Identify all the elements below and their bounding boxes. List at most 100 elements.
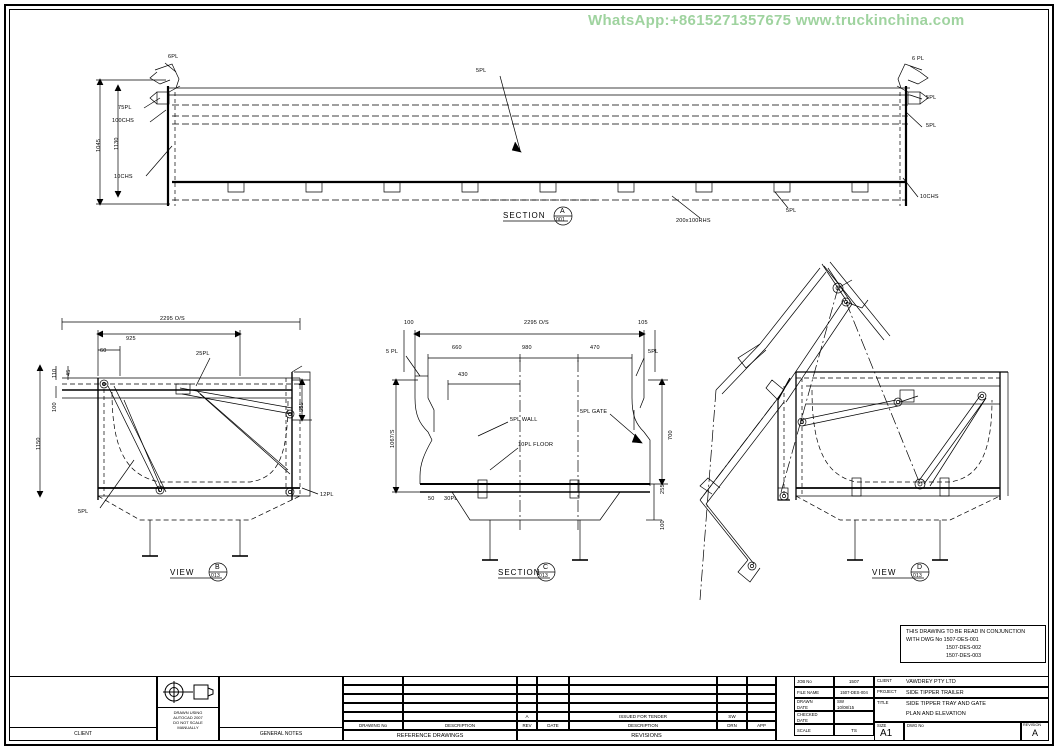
callout-6pl-left: 6PL [168, 54, 179, 60]
dim-430: 430 [458, 372, 468, 378]
dim-925: 925 [126, 336, 136, 342]
info-title-label: TITLE [877, 700, 889, 705]
rev-section-label-cell [517, 730, 776, 741]
ref-row-4-no [343, 703, 403, 712]
sheet-border-outer [4, 4, 1054, 746]
rev-col-label-date: DATE [547, 723, 559, 728]
size-value: A1 [880, 728, 893, 739]
drawn-date-value: 10/08/15 [837, 705, 855, 710]
rev-row-5-desc [569, 712, 717, 721]
rev-col-label-desc: DESCRIPTION [627, 723, 658, 728]
dim-1150: 1150 [36, 437, 42, 450]
size-cell [874, 722, 904, 741]
title-row-cell [874, 698, 1049, 722]
drawn-value-cell [834, 698, 874, 711]
view-b-tag: VIEW [170, 568, 195, 577]
ref-col-label-desc: DESCRIPTION [444, 723, 475, 728]
rev-col-label-drn: DRN [727, 723, 737, 728]
rev-col-header-date [537, 721, 569, 730]
rev-col-header-app [747, 721, 776, 730]
rev-row-5-drn-value: SW [728, 714, 736, 719]
rev-row-2-app [747, 685, 776, 694]
ref-col-header-desc [403, 721, 517, 730]
scale-value: TS [851, 728, 857, 733]
callout-25pl: 25PL [196, 351, 210, 357]
rev-row-3-desc [569, 694, 717, 703]
rev-col-header-drn [717, 721, 747, 730]
callout-5pl-c-right: 5PL [648, 349, 659, 355]
watermark-text: WhatsApp:+8615271357675 www.truckinchina… [588, 12, 965, 29]
scale-label-cell [794, 724, 834, 736]
rev-row-2-desc [569, 685, 717, 694]
revision-cell [1021, 722, 1049, 741]
view-d-ref: 013 [913, 573, 922, 579]
info-client-value: VAWDREY PTY LTD [906, 679, 956, 685]
rev-row-1-desc [569, 676, 717, 685]
rev-row-4-app [747, 703, 776, 712]
checked-label-cell [794, 711, 834, 724]
dim-100-c-left: 100 [404, 320, 414, 326]
callout-5pl-bottom: 5PL [786, 208, 797, 214]
callout-10chs-left: 10CHS [114, 174, 133, 180]
file-name-value-cell [834, 687, 874, 698]
rev-row-3-date [537, 694, 569, 703]
view-b-ref: 013 [211, 573, 220, 579]
info-title-value-2: PLAN AND ELEVATION [906, 711, 966, 717]
dim-980: 980 [522, 345, 532, 351]
dim-105: 105 [638, 320, 648, 326]
revision-label: REVISION [1023, 723, 1042, 727]
section-c-tag: SECTION [498, 568, 541, 577]
rev-col-header-desc [569, 721, 717, 730]
revision-value: A [1031, 728, 1038, 738]
rev-row-2-date [537, 685, 569, 694]
callout-5pl-viewb: 5PL [78, 509, 89, 515]
job-no-value-cell [834, 676, 874, 687]
rev-row-1-drn [717, 676, 747, 685]
ref-row-2-desc [403, 685, 517, 694]
callout-5pl-c-left: 5 PL [386, 349, 399, 355]
rev-row-1-rev [517, 676, 537, 685]
callout-6pl-right: 6 PL [912, 56, 925, 62]
general-notes-label: GENERAL NOTES [259, 731, 303, 737]
callout-10chs-right: 10CHS [920, 194, 939, 200]
dim-255: 255 [660, 484, 666, 494]
dwg-no-label: DWG No [907, 723, 924, 728]
callout-100chs: 100CHS [112, 118, 134, 124]
dim-1130: 1130 [114, 137, 120, 150]
projection-note-3: DO NOT SCALE [173, 720, 203, 725]
dim-110: 110 [52, 368, 58, 378]
section-c-letter: C [543, 564, 549, 571]
callout-10pl-floor: 10PL FLOOR [518, 442, 554, 448]
dim-50: 50 [428, 496, 435, 502]
checked-date-label: DATE [797, 718, 808, 723]
rev-row-3-rev [517, 694, 537, 703]
rev-row-5-desc-value: ISSUED FOR TENDER [618, 714, 668, 719]
dim-660: 660 [452, 345, 462, 351]
checked-label: CHECKED [797, 712, 818, 717]
info-title-value-1: SIDE TIPPER TRAY AND GATE [906, 701, 986, 707]
dim-555: 555 [299, 402, 305, 412]
ref-row-5-no [343, 712, 403, 721]
project-row-cell [874, 687, 1049, 698]
job-no-value: 1507 [848, 679, 860, 684]
ref-row-1-no [343, 676, 403, 685]
callout-75pl: 75PL [118, 105, 132, 111]
info-project-label: PROJECT [877, 689, 897, 694]
checked-value-cell [834, 711, 874, 724]
callout-5pl-top: 5PL [476, 68, 487, 74]
rev-row-5-date [537, 712, 569, 721]
ref-row-2-no [343, 685, 403, 694]
ref-row-3-desc [403, 694, 517, 703]
client-label-cell [9, 727, 157, 741]
ref-col-label-no: DRAWING No [359, 723, 387, 728]
note-line-4: 1507-DES-003 [946, 653, 982, 659]
rev-row-1-date [537, 676, 569, 685]
section-a-letter: A [560, 208, 565, 215]
dim-12pl: 12PL [320, 492, 334, 498]
first-angle-projection-icon [163, 681, 214, 703]
note-line-1: THIS DRAWING TO BE READ IN CONJUNCTION [906, 629, 1026, 635]
ref-row-1-desc [403, 676, 517, 685]
client-row-cell [874, 676, 1049, 687]
projection-note-2: AUTOCAD 2007 [173, 715, 203, 720]
